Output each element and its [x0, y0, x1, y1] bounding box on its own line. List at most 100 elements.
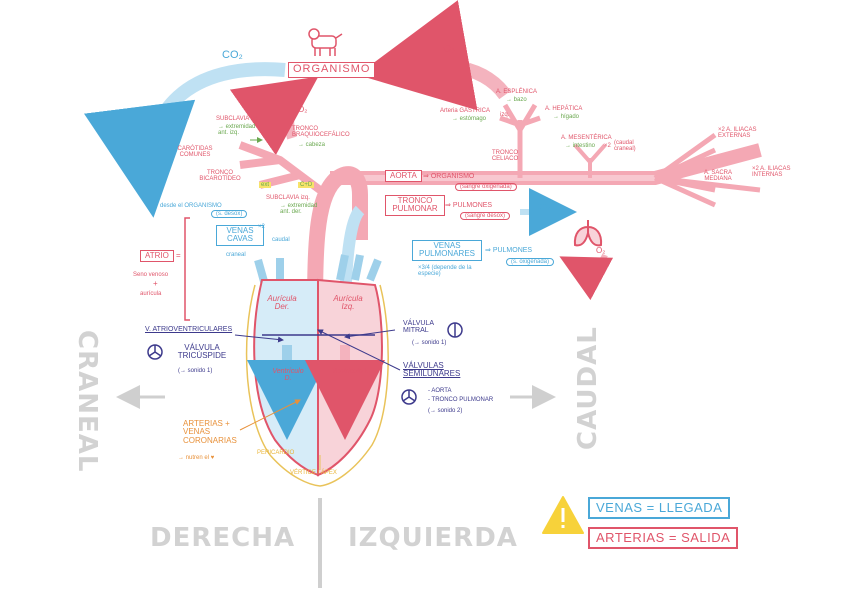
legend-arterias: ARTERIAS = SALIDA	[588, 527, 739, 549]
auricula-izq-label: Aurícula Izq.	[333, 294, 363, 312]
venas-cavas-box: VENAS CAVAS	[216, 225, 264, 246]
tronco-braquio-note: → cabeza	[298, 142, 326, 148]
lungs-o2-label: O₂	[596, 246, 606, 255]
valve-icon	[401, 389, 417, 405]
iliac-branches	[653, 132, 761, 208]
hepatica-label: A. HEPÁTICA	[545, 106, 583, 112]
atrio-bracket	[184, 217, 190, 321]
dog-icon	[308, 28, 343, 56]
subclavia-der-label: SUBCLAVIA der.	[216, 116, 261, 122]
lungs-icon	[573, 220, 603, 247]
legend-venas: VENAS = LLEGADA	[588, 497, 731, 519]
tp-to-text: PULMONES	[452, 202, 493, 209]
aorta-note: (sangre oxigenada)	[455, 183, 517, 192]
iliacas-ext-label: ×2 A. ILIACAS EXTERNAS	[718, 127, 757, 140]
desde-note: (s. desox)	[211, 210, 248, 219]
mesenterica-label: A. MESENTÉRICA	[561, 135, 612, 141]
esplenica-note: → bazo	[506, 97, 527, 103]
co2-return-arrow	[84, 62, 286, 218]
desde-organismo-label: desde el ORGANISMO	[160, 203, 222, 209]
mitral-note: (→ sonido 1)	[412, 340, 447, 346]
vp-to-text: PULMONES	[492, 247, 533, 254]
tronco-bicarotideo-label: TRONCO BICAROTÍDEO	[199, 170, 241, 183]
cyd-tag: C+D	[298, 182, 315, 189]
tronco-braquio-label: TRONCO BRAQUIOCEFÁLICO	[292, 126, 350, 139]
semilunares-label: VÁLVULAS SEMILUNARES	[403, 361, 461, 379]
o2-small-label: O₂	[298, 105, 308, 114]
valve-icon	[447, 322, 463, 338]
mitral-pointer	[344, 329, 396, 340]
warning-icon	[542, 496, 584, 534]
subclavia-izq-note: → extremidad ant. der.	[280, 203, 318, 216]
tronco-pulmonar-box: TRONCO PULMONAR	[385, 195, 445, 216]
aorta-to-label: ⇒ ORGANISMO	[423, 173, 475, 180]
tronco-celiaco-label: TRONCO CELIACO	[491, 150, 519, 163]
esplenica-label: A. ESPLÉNICA	[496, 89, 538, 95]
gastrica-izq: izq.	[500, 112, 510, 118]
cavas-x2: ×2	[258, 224, 265, 230]
auricula-der-label: Aurícula Der.	[267, 294, 297, 312]
venas-pulmonares-box: VENAS PULMONARES	[412, 240, 482, 261]
aorta-box: AORTA	[385, 170, 422, 183]
subclavia-izq-label: SUBCLAVIA izq.	[266, 195, 310, 201]
tp-note: (sangre desox)	[460, 212, 511, 221]
sem-tp: - TRONCO PULMONAR	[428, 397, 494, 403]
atrio-auricula: aurícula	[140, 291, 162, 297]
mesenterica-note: → intestino	[565, 143, 596, 149]
o2-delivery-arrow	[357, 0, 511, 111]
mesenterica-caudal: (caudal craneal)	[614, 140, 636, 153]
carotidas-label: CARÓTIDAS COMUNES	[177, 146, 213, 159]
aortic-arch	[307, 166, 368, 331]
coronarias-note: → nutren el ♥	[178, 455, 215, 461]
pericardio-label: PERICARDIO	[257, 450, 295, 456]
craneal-label: CRANEAL	[72, 330, 102, 473]
caudal-label: CAUDAL	[573, 326, 603, 450]
atrio-plus: +	[153, 279, 158, 288]
ventriculo-i-label: Ventrículo I.	[331, 368, 369, 375]
derecha-label: DERECHA	[150, 523, 296, 553]
cavas-caudal: caudal	[272, 237, 290, 243]
ext-tag: ext	[259, 182, 272, 189]
aorta-to-text: ORGANISMO	[430, 173, 475, 180]
sem-note: (→ sonido 2)	[428, 408, 463, 414]
semilunar-pointer	[317, 329, 401, 371]
vp-note: (s. oxigenada)	[506, 258, 555, 267]
mitral-label: VÁLVULA MITRAL	[403, 320, 434, 335]
organismo-box: ORGANISMO	[288, 62, 376, 78]
coronarias-label: ARTERIAS + VENAS CORONARIAS	[183, 419, 237, 445]
pulmonary-veins	[336, 254, 382, 282]
tricuspide-note: (→ sonido 1)	[178, 368, 213, 374]
o2-label: O₂	[443, 43, 456, 55]
sem-aorta: - AORTA	[428, 388, 452, 394]
gastrica-label: Arteria GÁSTRICA	[440, 108, 491, 114]
co2-label: CO₂	[222, 49, 243, 61]
v-atrio-label: V. ATRIOVENTRICULARES	[145, 326, 233, 333]
vp-count: ×3/4 (depende de la especie)	[418, 265, 472, 278]
cavas-craneal: craneal	[226, 252, 246, 258]
vertice-label: VÉRTICE / ÁPEX	[290, 470, 337, 476]
valve-icon	[147, 344, 163, 360]
hepatica-note: → hígado	[553, 114, 580, 120]
coronary-pointer	[239, 399, 301, 431]
vp-to-label: ⇒ PULMONES	[485, 247, 533, 254]
tricuspide-label: VÁLVULA TRICÚSPIDE	[177, 343, 227, 361]
tp-to-label: ⇒ PULMONES	[445, 202, 493, 209]
o2-up-arrow	[229, 76, 319, 156]
celiac-trunk	[499, 103, 541, 178]
atrio-eq: =	[176, 251, 181, 260]
tricuspide-pointer	[234, 334, 284, 343]
subclavia-der-note: → extremidad ant. izq.	[218, 124, 256, 137]
izquierda-label: IZQUIERDA	[348, 523, 518, 553]
iliacas-int-label: ×2 A. ILIACAS INTERNAS	[752, 166, 791, 179]
ventriculo-d-label: Ventrículo D.	[272, 368, 304, 383]
atrio-seno: Seno venoso	[133, 272, 169, 278]
atrio-box: ATRIO	[140, 250, 174, 263]
tp-co2-label: CO₂	[537, 204, 551, 211]
mesenterica-x2: ×2	[604, 143, 611, 149]
gastrica-note: → estómago	[452, 116, 487, 122]
sacra-label: A. SACRA MEDIANA	[703, 170, 732, 183]
lungs-o2-arrow	[559, 253, 614, 301]
mesenteric-branch	[573, 143, 607, 178]
